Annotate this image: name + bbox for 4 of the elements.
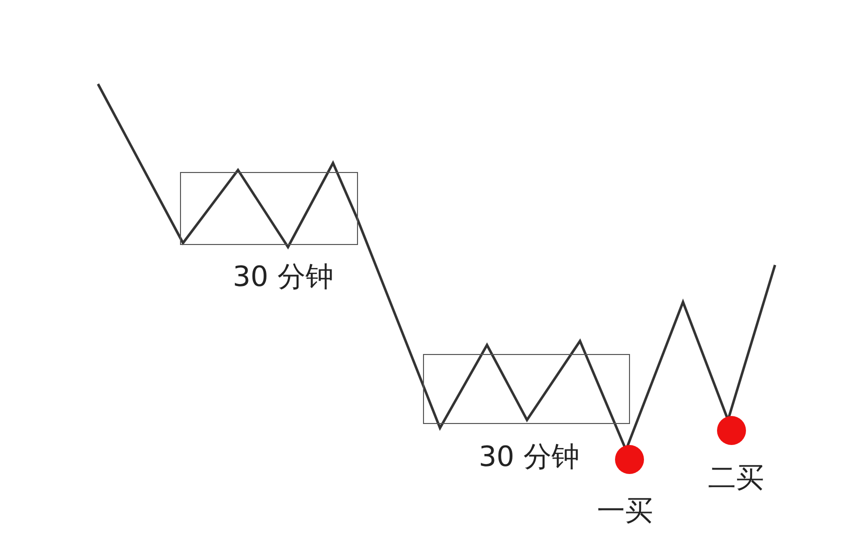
duration-label: 30 分钟 xyxy=(232,263,334,291)
duration-label: 30 分钟 xyxy=(478,443,580,471)
buy-point-label: 一买 xyxy=(597,497,653,525)
buy-point-label: 二买 xyxy=(708,464,764,492)
